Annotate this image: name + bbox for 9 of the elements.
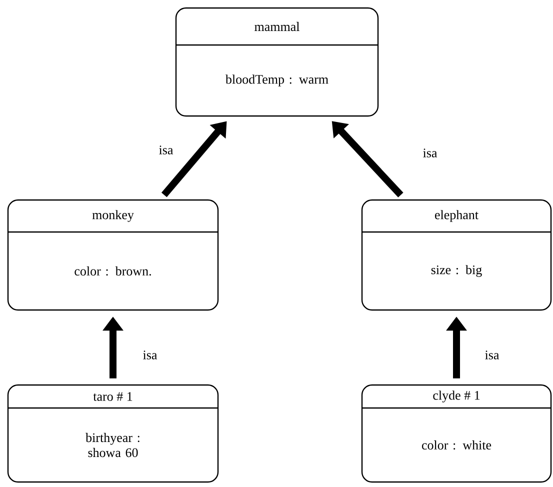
edge-label: isa (142, 350, 158, 360)
class-box: monkey color : brown. (7, 199, 219, 311)
edge-label: isa (484, 350, 500, 360)
class-box: taro # 1 birthyear : showa 60 (7, 384, 219, 483)
edge-label: isa (422, 148, 438, 158)
class-box: clyde # 1 color : white (361, 384, 552, 483)
edge-label: isa (158, 144, 174, 156)
class-box: mammal bloodTemp : warm (175, 7, 379, 117)
class-box: elephant size : big (361, 199, 552, 311)
